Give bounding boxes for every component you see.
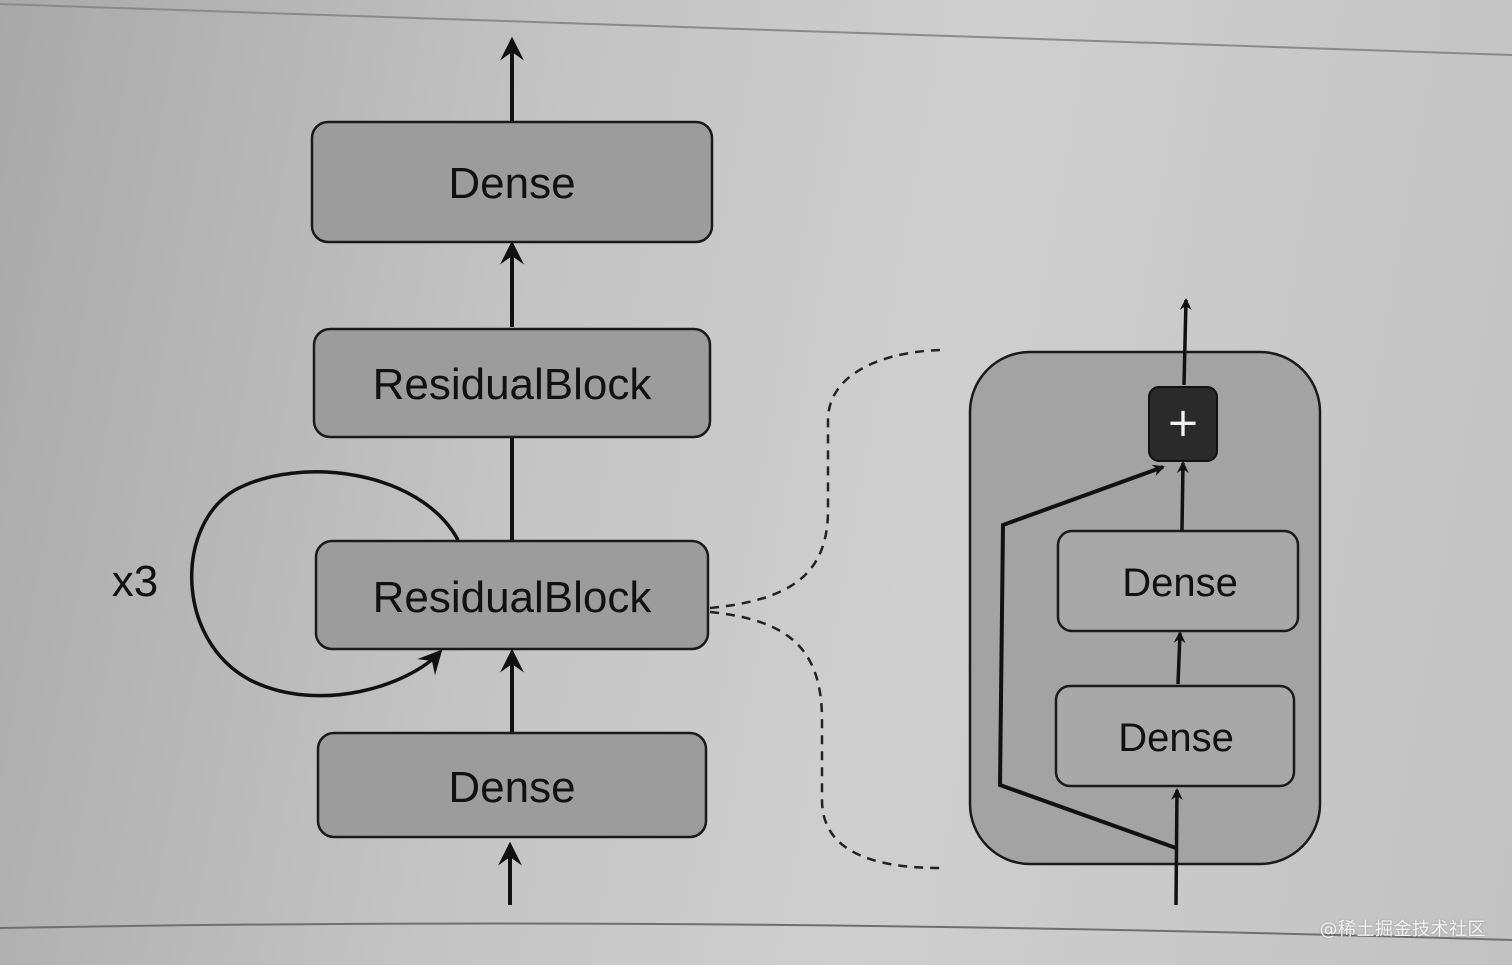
watermark-text: @稀土掘金技术社区 — [1319, 919, 1486, 940]
page-bottom-edge — [0, 922, 1512, 941]
detail-dense-upper-rect — [1056, 529, 1300, 633]
residual-block-lower-rect — [314, 539, 710, 651]
detail-dense-to-dense-arrow — [1173, 631, 1186, 685]
residual-block-upper-box: ResidualBlock — [312, 327, 712, 439]
skip-connection-arrow — [997, 464, 1177, 850]
detail-dense-lower-box: Dense — [1054, 684, 1296, 788]
top-dense-box: Dense — [310, 120, 714, 244]
detail-dense-lower-rect — [1054, 684, 1296, 788]
residual-block-lower-label: ResidualBlock — [373, 573, 653, 622]
residual-block-upper-rect — [312, 327, 712, 439]
bottom-dense-rect — [316, 731, 708, 839]
bottom-dense-box: Dense — [316, 731, 708, 839]
detail-dense-lower-label: Dense — [1118, 716, 1234, 760]
detail-dense-upper-label: Dense — [1122, 561, 1238, 605]
page-edge-line — [0, 3, 1512, 56]
zoom-connector-top — [709, 348, 941, 610]
residual-block-upper-label: ResidualBlock — [373, 360, 653, 409]
bottom-dense-label: Dense — [448, 763, 575, 812]
detail-input-arrow — [1170, 788, 1183, 906]
add-node-rect — [1148, 386, 1218, 462]
add-node: + — [1148, 386, 1218, 462]
residual-block-lower-box: ResidualBlock — [314, 539, 710, 651]
detail-dense-upper-box: Dense — [1056, 529, 1300, 633]
top-dense-label: Dense — [448, 159, 575, 208]
add-node-symbol: + — [1166, 400, 1200, 446]
repeat-loop-arrow — [189, 470, 460, 698]
repeat-count-label: x3 — [112, 557, 158, 606]
top-dense-rect — [310, 120, 714, 244]
detail-output-arrow — [1179, 298, 1192, 386]
zoom-connector-bottom — [709, 610, 941, 870]
detail-dense-to-add-arrow — [1176, 461, 1189, 531]
